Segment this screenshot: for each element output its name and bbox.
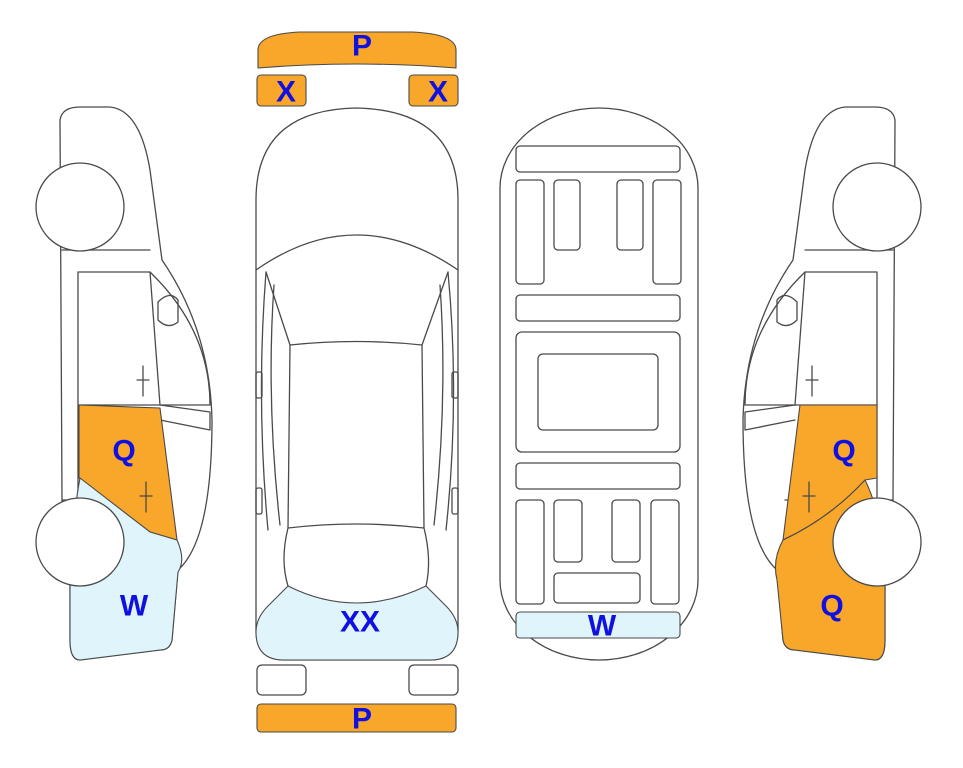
left-side-car xyxy=(35,106,213,661)
underbody-rear-part[interactable] xyxy=(515,611,681,639)
right-rear-quarter-label: Q xyxy=(820,590,843,623)
right-side-car xyxy=(742,106,922,661)
rear-window-part[interactable] xyxy=(255,585,459,661)
rear-bumper-label: P xyxy=(352,703,372,736)
left-rear-quarter-label: W xyxy=(120,590,149,623)
left-headlight-part[interactable] xyxy=(256,74,307,107)
top-view-car xyxy=(255,107,459,661)
underbody-view xyxy=(499,107,699,661)
underbody-rear-label: W xyxy=(588,610,617,643)
rear-window-label: XX xyxy=(340,606,380,639)
rear-bumper-part[interactable] xyxy=(256,703,457,733)
rear-parts xyxy=(256,664,459,733)
front-bumper-part[interactable] xyxy=(257,31,457,69)
front-parts xyxy=(256,31,459,107)
left-headlight-label: X xyxy=(276,76,296,109)
right-headlight-label: X xyxy=(428,76,448,109)
right-front-door-label: Q xyxy=(832,435,855,468)
left-front-door-label: Q xyxy=(112,435,135,468)
front-bumper-label: P xyxy=(352,30,372,63)
right-headlight-part[interactable] xyxy=(408,74,459,107)
damage-labels: P X X P Q W XX W Q Q xyxy=(112,30,855,736)
